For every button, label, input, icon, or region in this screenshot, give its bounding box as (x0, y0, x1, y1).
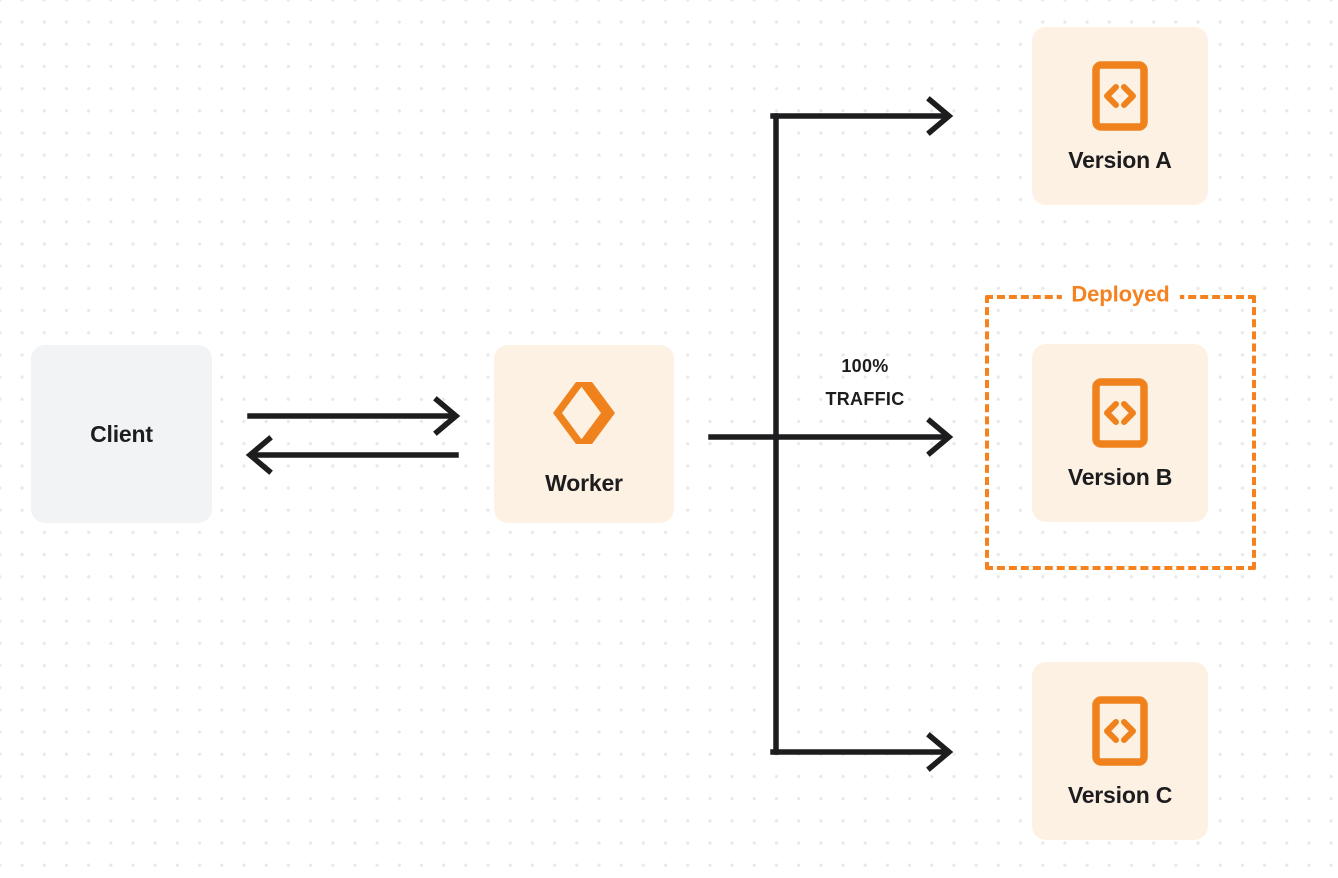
node-version-a[interactable]: Version A (1032, 27, 1208, 205)
traffic-caption: TRAFFIC (825, 389, 905, 410)
deployed-group: Deployed (985, 283, 1256, 570)
code-file-icon (1092, 60, 1148, 131)
node-client-label: Client (90, 420, 153, 447)
node-version-a-label: Version A (1068, 146, 1172, 173)
cloudflare-workers-logo-icon (545, 374, 623, 452)
node-client[interactable]: Client (31, 345, 212, 523)
traffic-label: 100% TRAFFIC (790, 350, 940, 417)
traffic-percent: 100% (841, 356, 889, 376)
arrow-worker-to-version-c (770, 732, 954, 772)
node-version-c[interactable]: Version C (1032, 662, 1208, 840)
deployed-group-label: Deployed (1061, 283, 1180, 306)
arrow-client-to-worker (247, 396, 461, 436)
node-worker-label: Worker (545, 469, 623, 496)
code-file-icon (1092, 695, 1148, 766)
arrow-worker-to-version-b (773, 417, 954, 457)
code-file-icon (1092, 377, 1148, 448)
node-version-b[interactable]: Version B (1032, 344, 1208, 522)
node-worker[interactable]: Worker (494, 345, 674, 523)
arrow-worker-to-client (245, 435, 459, 475)
node-version-c-label: Version C (1067, 781, 1173, 808)
node-version-b-label: Version B (1067, 463, 1173, 490)
arrow-worker-to-version-a (770, 96, 954, 136)
